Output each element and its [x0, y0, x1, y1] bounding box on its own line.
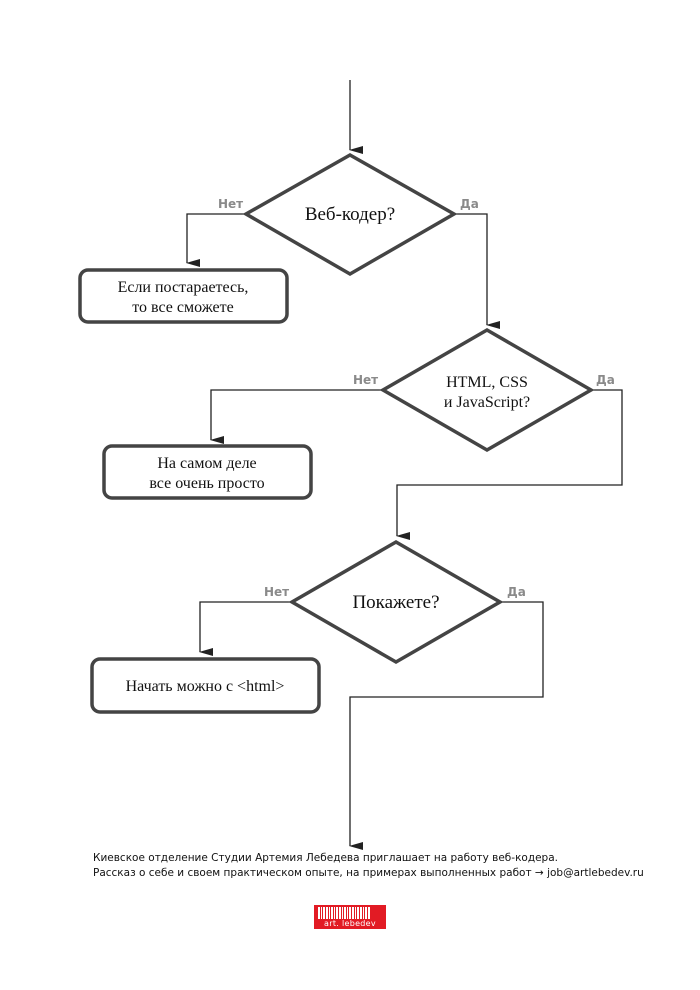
yes-connector-3	[349, 601, 544, 850]
decision-label-html-css-line2: и JavaScript?	[444, 394, 530, 411]
branch-label-no-1: Нет	[218, 197, 243, 211]
outcome-label-try-hard-line2: то все сможете	[132, 299, 234, 316]
outcome-box-simple	[102, 444, 313, 500]
no-connector-3	[199, 601, 292, 656]
outcome-label-simple-line2: все очень просто	[149, 475, 264, 492]
decision-label-web-coder: Веб-кодер?	[305, 204, 395, 225]
branch-label-no-2: Нет	[353, 373, 378, 387]
outcome-label-try-hard-line1: Если постараетесь,	[118, 279, 249, 296]
outcome-label-start-html: Начать можно с <html>	[126, 678, 285, 695]
decision-label-show: Покажете?	[352, 592, 439, 613]
decision-diamond-web-coder	[242, 152, 458, 277]
yes-connector-1	[454, 213, 500, 329]
outcome-box-start-html	[90, 657, 321, 714]
branch-label-no-3: Нет	[264, 585, 289, 599]
yes-connector-2	[396, 389, 623, 540]
footer-text: Киевское отделение Студии Артемия Лебеде…	[93, 851, 644, 881]
outcome-label-simple-line1: На самом деле	[157, 455, 256, 472]
branch-label-yes-3: Да	[507, 585, 526, 599]
branch-label-yes-1: Да	[460, 197, 479, 211]
no-connector-2	[210, 389, 383, 444]
no-connector-1	[186, 213, 246, 267]
decision-diamond-html-css-js	[379, 327, 595, 453]
logo-text: art. lebedev	[324, 919, 376, 928]
footer-line-1: Киевское отделение Студии Артемия Лебеде…	[93, 852, 558, 864]
artlebedev-logo: art. lebedev	[314, 905, 386, 929]
footer-line-2: Рассказ о себе и своем практическом опыт…	[93, 867, 644, 879]
decision-diamond-show	[288, 539, 504, 665]
outcome-box-try-hard	[78, 268, 289, 324]
decision-label-html-css-line1: HTML, CSS	[446, 374, 528, 391]
branch-label-yes-2: Да	[596, 373, 615, 387]
logo-barcode-icon	[318, 907, 370, 919]
